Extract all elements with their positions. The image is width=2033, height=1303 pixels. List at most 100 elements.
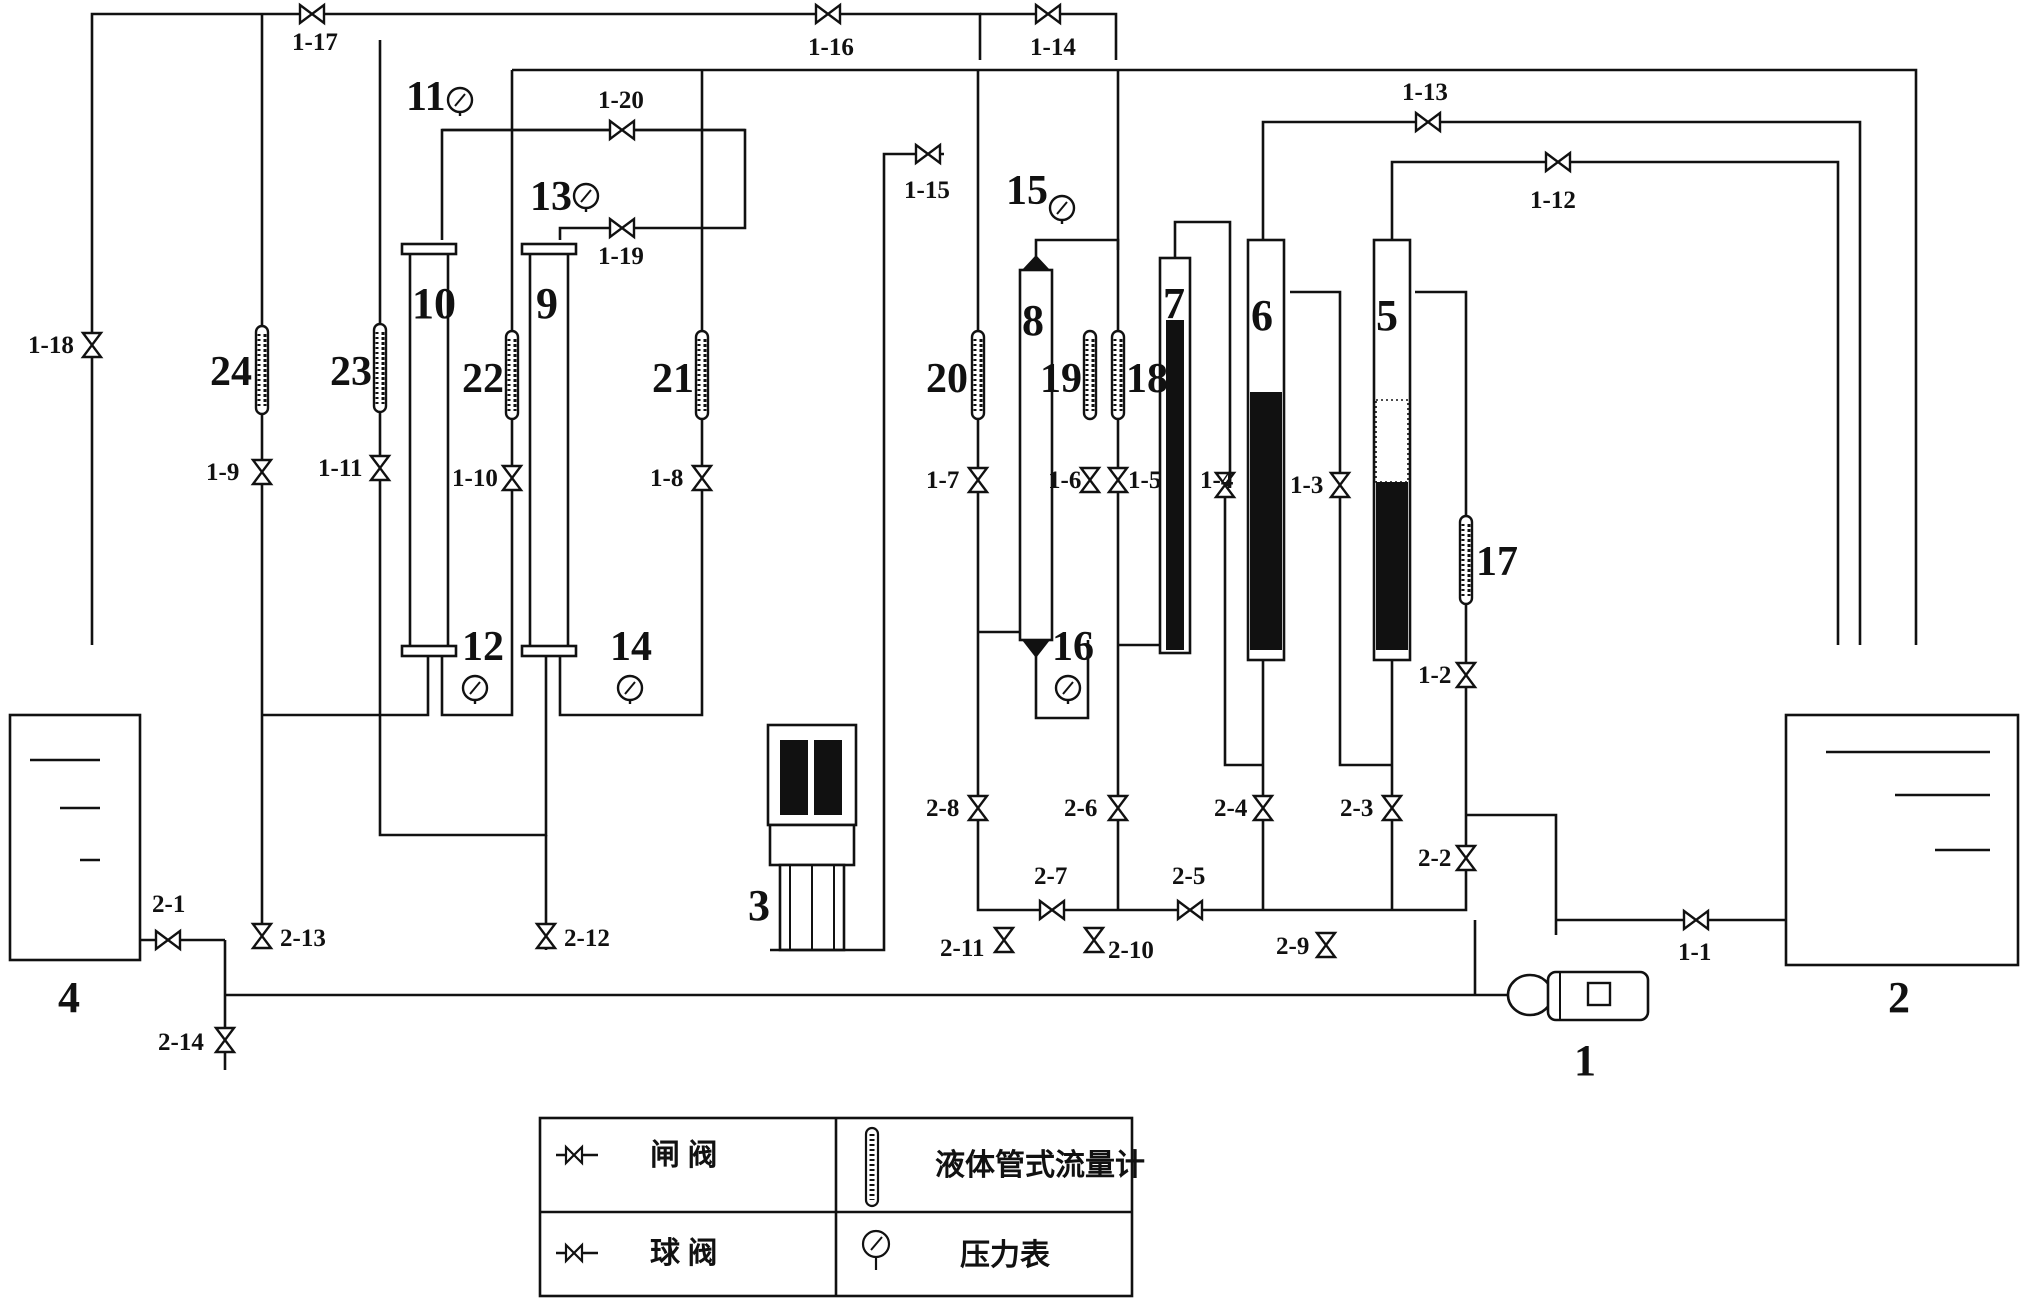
label-valve-2-7: 2-7	[1034, 863, 1067, 890]
valve-1-11[interactable]	[369, 454, 391, 482]
flowmeter-icon	[372, 322, 388, 414]
label-column-7: 7	[1163, 279, 1185, 328]
valve-2-7[interactable]	[1038, 899, 1066, 921]
valve-1-5[interactable]	[1107, 466, 1129, 494]
flowmeter-icon	[864, 1126, 880, 1208]
valve-2-9[interactable]	[1315, 931, 1337, 959]
label-column-9: 9	[536, 279, 558, 328]
label-column-10: 10	[412, 279, 456, 328]
valve-1-14[interactable]	[1034, 3, 1062, 25]
label-feed-tank: 2	[1888, 973, 1910, 1022]
label-valve-2-3: 2-3	[1340, 795, 1373, 822]
valve-2-11[interactable]	[993, 926, 1015, 954]
label-valve-1-20: 1-20	[598, 87, 644, 114]
valve-2-4[interactable]	[1252, 794, 1274, 822]
column-7	[1158, 256, 1192, 655]
label-valve-1-4: 1-4	[1200, 467, 1234, 494]
label-valve-2-5: 2-5	[1172, 863, 1205, 890]
label-valve-1-12: 1-12	[1530, 187, 1576, 214]
label-gauge-11: 11	[406, 74, 446, 120]
valve-2-6[interactable]	[1107, 794, 1129, 822]
valve-1-1[interactable]	[1682, 909, 1710, 931]
valve-2-10[interactable]	[1083, 926, 1105, 954]
legend-flowmeter-label: 液体管式流量计	[935, 1149, 1145, 1182]
label-valve-2-1: 2-1	[152, 891, 185, 918]
valve-1-18[interactable]	[81, 331, 103, 359]
label-valve-1-6: 1-6	[1048, 467, 1081, 494]
gauge-icon	[1048, 194, 1076, 226]
column-8	[1018, 255, 1054, 658]
valve-2-5[interactable]	[1176, 899, 1204, 921]
label-flowmeter-24: 24	[210, 349, 252, 395]
gauge-icon	[861, 1229, 891, 1270]
column-9	[520, 242, 578, 658]
label-valve-2-9: 2-9	[1276, 933, 1309, 960]
label-flowmeter-20: 20	[926, 356, 968, 402]
valve-1-20[interactable]	[608, 119, 636, 141]
label-valve-1-2: 1-2	[1418, 662, 1451, 689]
label-flowmeter-18: 18	[1126, 356, 1168, 402]
flowmeter-icon	[970, 329, 986, 421]
gauge-icon	[446, 86, 474, 118]
valve-1-8[interactable]	[691, 464, 713, 492]
valve-1-3[interactable]	[1329, 471, 1351, 499]
label-flowmeter-22: 22	[462, 356, 504, 402]
label-gauge-12: 12	[462, 624, 504, 670]
gate-valve-icon	[556, 1144, 598, 1166]
valve-1-13[interactable]	[1414, 111, 1442, 133]
label-pump: 1	[1574, 1036, 1596, 1085]
label-valve-1-15: 1-15	[904, 177, 950, 204]
flowmeter-icon	[1458, 514, 1474, 606]
gauge-icon	[1054, 674, 1082, 706]
valve-2-12[interactable]	[535, 922, 557, 950]
valve-2-13[interactable]	[251, 922, 273, 950]
valve-2-3[interactable]	[1381, 794, 1403, 822]
valve-1-10[interactable]	[501, 464, 523, 492]
gauge-icon	[461, 674, 489, 706]
label-valve-1-7: 1-7	[926, 467, 959, 494]
pipe-network	[90, 12, 1918, 1070]
valve-1-7[interactable]	[967, 466, 989, 494]
valve-1-15[interactable]	[914, 143, 942, 165]
label-valve-1-3: 1-3	[1290, 472, 1323, 499]
label-valve-1-11: 1-11	[318, 455, 362, 482]
valve-1-16[interactable]	[814, 3, 842, 25]
label-valve-1-13: 1-13	[1402, 79, 1448, 106]
valve-1-17[interactable]	[298, 3, 326, 25]
label-gauge-15: 15	[1006, 168, 1048, 214]
label-valve-2-4: 2-4	[1214, 795, 1248, 822]
label-valve-1-14: 1-14	[1030, 34, 1076, 61]
label-gauge-14: 14	[610, 624, 652, 670]
valve-2-8[interactable]	[967, 794, 989, 822]
label-collect-tank: 4	[58, 973, 80, 1022]
label-valve-2-6: 2-6	[1064, 795, 1097, 822]
label-valve-1-19: 1-19	[598, 243, 644, 270]
label-valve-2-10: 2-10	[1108, 937, 1154, 964]
label-column-8: 8	[1022, 296, 1044, 345]
label-valve-2-11: 2-11	[940, 935, 984, 962]
label-gauge-13: 13	[530, 174, 572, 220]
valve-1-12[interactable]	[1544, 151, 1572, 173]
valve-1-19[interactable]	[608, 217, 636, 239]
label-valve-1-8: 1-8	[650, 465, 683, 492]
feed-tank	[1784, 713, 2020, 967]
column-10	[400, 242, 458, 658]
valve-2-1[interactable]	[154, 929, 182, 951]
valve-1-6[interactable]	[1079, 466, 1101, 494]
label-valve-1-16: 1-16	[808, 34, 854, 61]
label-valve-1-5: 1-5	[1128, 467, 1161, 494]
valve-2-2[interactable]	[1455, 844, 1477, 872]
valve-group: 1-1 1-13 1-12 1-16 1-14 1-17 1-20 1-19 1…	[28, 3, 1711, 1056]
collect-tank	[8, 713, 142, 962]
flowmeter-icon	[504, 329, 520, 421]
valve-2-14[interactable]	[214, 1026, 236, 1054]
valve-1-9[interactable]	[251, 458, 273, 486]
booster-unit	[766, 723, 866, 952]
label-flowmeter-23: 23	[330, 349, 372, 395]
valve-1-2[interactable]	[1455, 661, 1477, 689]
label-flowmeter-17: 17	[1476, 539, 1518, 585]
label-flowmeter-21: 21	[652, 356, 694, 402]
label-valve-1-1: 1-1	[1678, 939, 1711, 966]
flowmeter-icon	[1082, 329, 1098, 421]
